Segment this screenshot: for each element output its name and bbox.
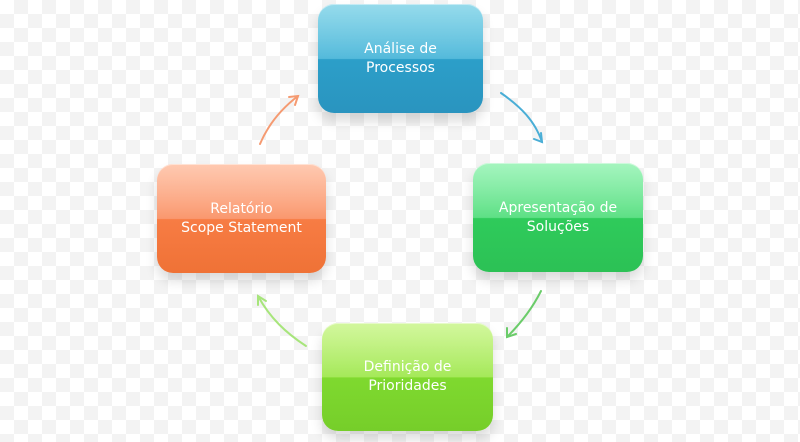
left-to-top-arrow [259, 94, 300, 145]
solutions-text: Apresentação de Soluções [499, 199, 617, 237]
solutions-node: Apresentação de Soluções [473, 163, 643, 272]
right-to-bottom-arrow-head [506, 327, 517, 339]
right-to-bottom-arrow-path [506, 290, 542, 338]
priorities-line-2: Prioridades [368, 378, 447, 394]
solutions-line-1: Apresentação de [498, 199, 618, 216]
left-to-top-arrow-path [259, 95, 299, 145]
bottom-to-left-arrow-path [257, 295, 307, 347]
bottom-to-left-arrow-head [257, 294, 267, 306]
top-to-right-arrow [500, 92, 544, 144]
analysis-line-2: Processos [366, 59, 435, 76]
report-line-1: Relatório [210, 200, 273, 217]
analysis-node: Análise de Processos [318, 4, 483, 113]
solutions-line-2: Soluções [526, 218, 590, 235]
report-node: Relatório Scope Statement [157, 164, 326, 273]
top-to-right-arrow-head [533, 132, 544, 144]
report-line-2: Scope Statement [181, 219, 302, 236]
report-text: Relatório Scope Statement [181, 200, 302, 238]
top-to-right-arrow-path [500, 92, 543, 143]
left-to-top-arrow-head [288, 94, 300, 106]
priorities-line-1: Definição de [363, 359, 452, 375]
priorities-node: Definição de Prioridades [322, 323, 493, 431]
priorities-text: Definição de Prioridades [364, 358, 452, 396]
bottom-to-left-arrow [257, 294, 307, 347]
analysis-text: Análise de Processos [364, 40, 437, 78]
analysis-line-1: Análise de [364, 40, 437, 57]
right-to-bottom-arrow [506, 290, 542, 339]
